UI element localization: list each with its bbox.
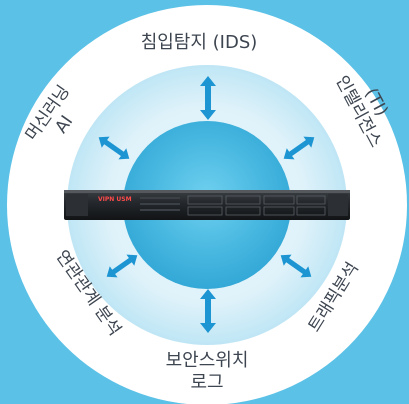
utm-appliance: VIPN USM — [64, 190, 350, 220]
drive-bays — [187, 195, 326, 216]
label-security-switch-log-line1: 보안스위치 — [166, 350, 249, 371]
device-brand-label: VIPN USM — [98, 196, 132, 203]
device-vents — [140, 197, 180, 211]
label-ids: 침입탐지 (IDS) — [141, 32, 258, 53]
label-security-switch-log-line2: 로그 — [190, 372, 223, 393]
